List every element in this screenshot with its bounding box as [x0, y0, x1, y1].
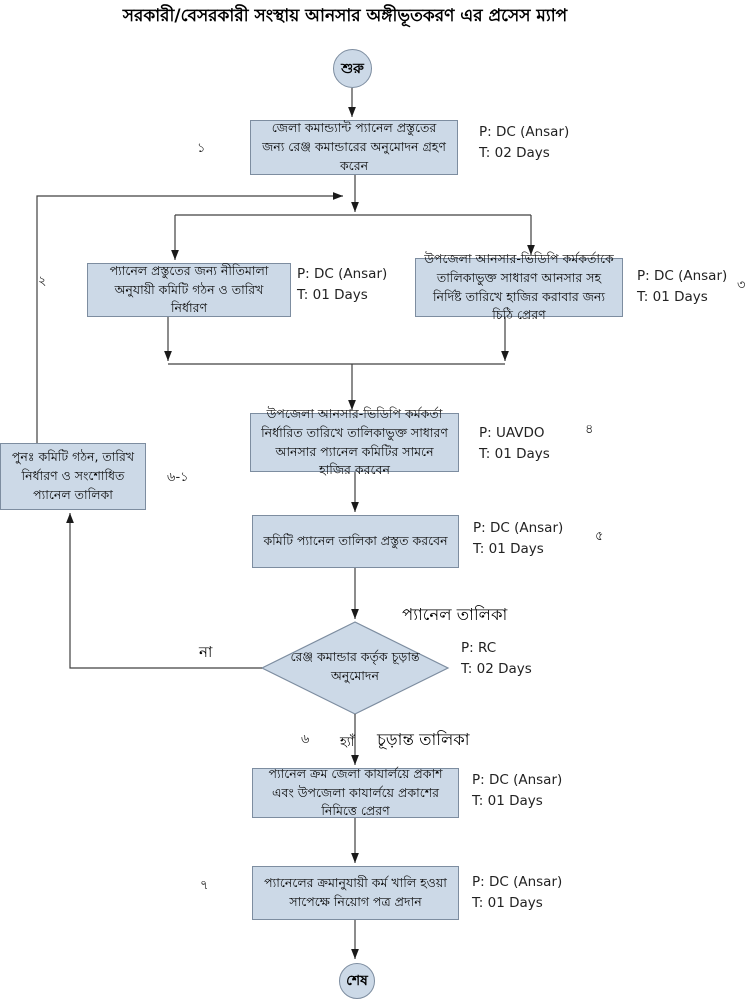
process-box-committee: প্যানেল প্রস্তুতের জন্য নীতিমালা অনুযায়… [87, 263, 291, 317]
pt-annotation-decision: P: RC T: 02 Days [461, 638, 532, 680]
process-box-letter: উপজেলা আনসার-ভিডিপি কর্মকর্তাকে তালিকাভু… [415, 251, 623, 322]
performer-label: P: RC [461, 640, 497, 656]
process-box-appointment: প্যানেলের ক্রমানুযায়ী কর্ম খালি হওয়া স… [252, 866, 459, 920]
pt-annotation-1: P: DC (Ansar) T: 02 Days [479, 122, 569, 164]
start-node: শুরু [333, 49, 372, 88]
pt-annotation-publish: P: DC (Ansar) T: 01 Days [472, 770, 562, 812]
time-label: T: 02 Days [479, 144, 550, 161]
edge-label-yes: হ্যাঁ [340, 735, 355, 750]
time-label: T: 01 Days [297, 286, 368, 303]
pt-annotation-3: P: DC (Ansar) T: 01 Days [637, 266, 727, 308]
time-label: T: 01 Days [637, 288, 708, 305]
time-label: T: 01 Days [473, 540, 544, 557]
performer-label: P: DC (Ansar) [637, 268, 728, 284]
decision-diamond-label: রেঞ্জ কমান্ডার কর্তৃক চূড়ান্ত অনুমোদন [290, 649, 420, 683]
time-label: T: 02 Days [461, 660, 532, 677]
pt-annotation-appointment: P: DC (Ansar) T: 01 Days [472, 872, 562, 914]
step-number-2: ২ [38, 274, 47, 289]
step-number-3: ৩ [737, 278, 746, 293]
pt-annotation-4: P: UAVDO T: 01 Days [479, 423, 550, 465]
performer-label: P: UAVDO [479, 425, 545, 441]
step-number-5: ৫ [595, 529, 604, 544]
edge-label-panel-list: প্যানেল তালিকা [402, 605, 508, 624]
process-box-publish: প্যানেল ক্রম জেলা কাযার্লয়ে প্রকাশ এবং … [252, 766, 459, 818]
step-number-7: ৭ [200, 878, 209, 893]
pt-annotation-2: P: DC (Ansar) T: 01 Days [297, 264, 387, 306]
time-label: T: 01 Days [472, 894, 543, 911]
performer-label: P: DC (Ansar) [472, 772, 563, 788]
performer-label: P: DC (Ansar) [479, 124, 570, 140]
performer-label: P: DC (Ansar) [473, 520, 564, 536]
time-label: T: 01 Days [479, 445, 550, 462]
step-number-6: ৬ [301, 732, 310, 747]
process-box-approval: জেলা কমান্ড্যান্ট প্যানেল প্রস্তুতের জন্… [250, 120, 458, 175]
step-number-6-1: ৬-১ [167, 470, 189, 485]
edge-label-no: না [199, 643, 213, 661]
page-title: সরকারী/বেসরকারী সংস্থায় আনসার অঙ্গীভূতক… [122, 6, 568, 26]
step-number-4: ৪ [585, 422, 594, 437]
end-node: শেষ [339, 963, 375, 999]
performer-label: P: DC (Ansar) [297, 266, 388, 282]
edge-label-final-list: চূড়ান্ত তালিকা [377, 730, 470, 749]
pt-annotation-5: P: DC (Ansar) T: 01 Days [473, 518, 563, 560]
process-box-attendance: উপজেলা আনসার-ভিডিপি কর্মকর্তা নির্ধারিত … [250, 406, 459, 477]
step-number-1: ১ [197, 141, 206, 156]
rework-box: পুনঃ কমিটি গঠন, তারিখ নির্ধারণ ও সংশোধিত… [0, 443, 146, 510]
performer-label: P: DC (Ansar) [472, 874, 563, 890]
time-label: T: 01 Days [472, 792, 543, 809]
process-box-panel-list: কমিটি প্যানেল তালিকা প্রস্তুত করবেন [252, 515, 459, 568]
